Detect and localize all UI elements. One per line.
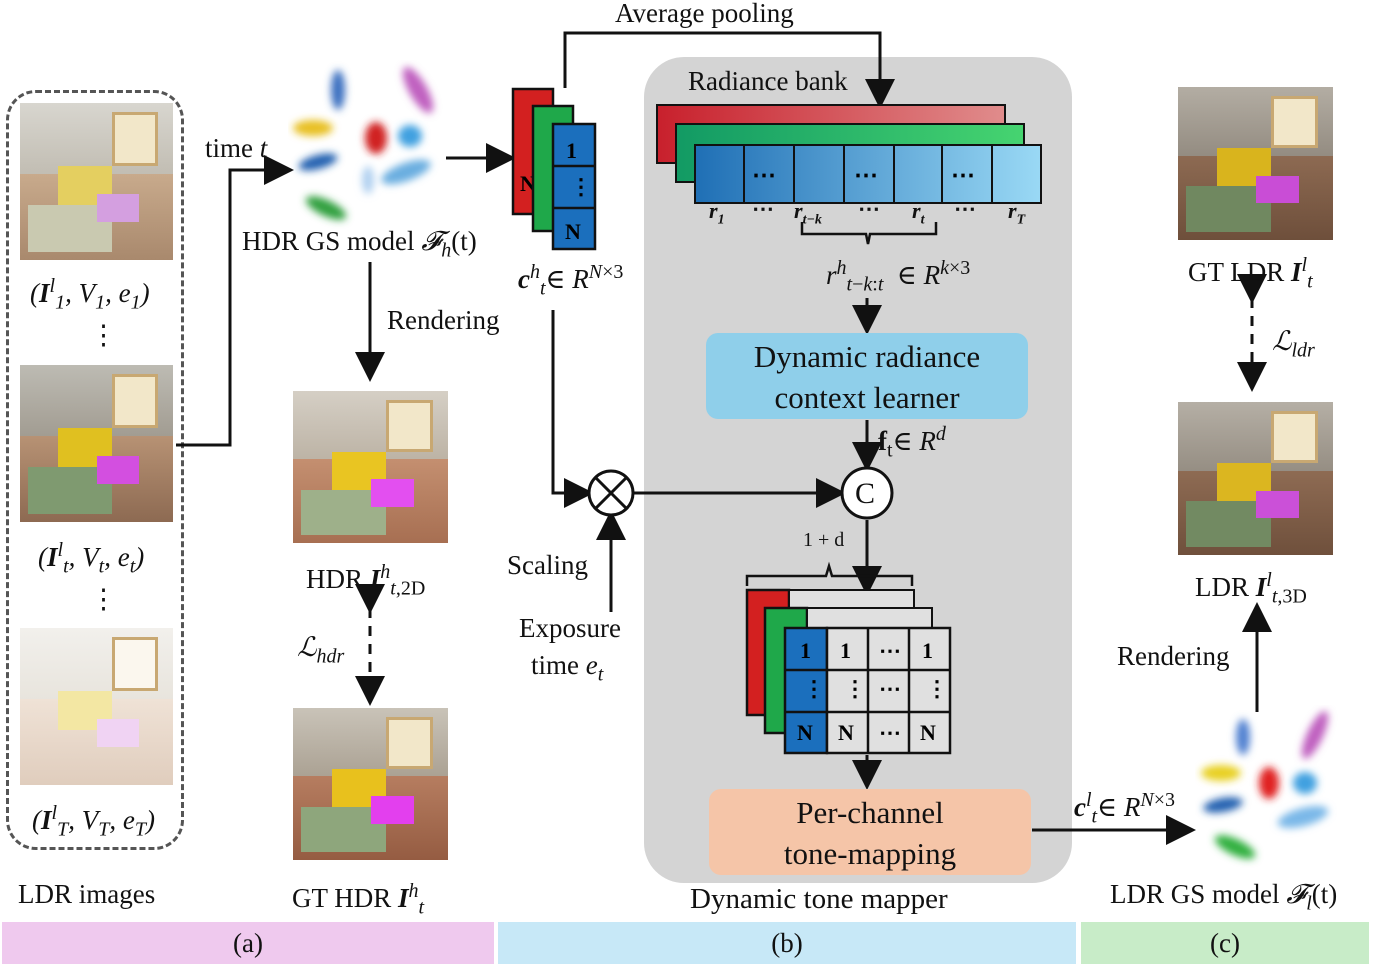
svg-text:⋯: ⋯: [879, 676, 901, 701]
r-1-label: r1: [709, 198, 725, 228]
r-dots-2: ⋯: [858, 196, 880, 221]
arrow-ldr-to-hdrgs: [176, 155, 294, 447]
band-c-label: (c): [1210, 927, 1240, 958]
ldr-image-t: [20, 365, 173, 522]
brace-grid: [745, 561, 914, 586]
svg-text:⋯: ⋯: [854, 163, 878, 189]
pctm-line1: Per-channel: [796, 795, 944, 830]
l-ldr-label: ℒldr: [1272, 326, 1315, 362]
gt-hdr-label: GT HDR Iht: [292, 880, 425, 919]
r-window-label: rht−k:t ∈ Rk×3: [826, 257, 971, 296]
r-T-label: rT: [1008, 198, 1026, 228]
tuple-t-label: (Ilt, Vt, et): [38, 539, 145, 578]
ldr-images-label: LDR images: [18, 879, 156, 909]
svg-text:N: N: [920, 720, 936, 745]
gt-hdr-image: [293, 708, 448, 860]
vdots-1: ⋮: [90, 320, 117, 350]
svg-text:⋯: ⋯: [879, 638, 901, 663]
svg-text:⋯: ⋯: [752, 163, 776, 189]
ldr-images-group: [6, 90, 184, 850]
svg-text:N: N: [797, 720, 813, 745]
ldr-image-T: [20, 628, 173, 785]
hdr-gs-model-label: HDR GS model 𝓕h(t): [242, 226, 477, 262]
rendering-a-label: Rendering: [387, 305, 500, 335]
arrow-avg-pooling: [563, 31, 895, 109]
rendering-c-label: Rendering: [1117, 641, 1230, 671]
pctm-line2: tone-mapping: [783, 836, 957, 871]
band-b-label: (b): [771, 927, 803, 958]
drcl-line1: Dynamic radiance: [753, 339, 981, 374]
svg-text:1: 1: [800, 638, 811, 663]
svg-text:⋯: ⋯: [951, 163, 975, 189]
band-c: (c): [1081, 922, 1369, 964]
hdr-image-label: HDR Iht,2D: [306, 561, 426, 600]
multiply-symbol: [587, 469, 635, 517]
r-dots-3: ⋯: [954, 196, 976, 221]
concat-label: C: [855, 477, 876, 510]
dynamic-radiance-context-learner: Dynamic radiance context learner: [706, 333, 1028, 419]
gt-ldr-label: GT LDR Ilt: [1188, 254, 1313, 293]
ldr-gs-model-label: LDR GS model 𝓕l(t): [1110, 879, 1338, 915]
one-plus-d-label: 1 + d: [803, 529, 845, 551]
r-t-label: rt: [912, 198, 925, 228]
svg-text:⋮: ⋮: [844, 676, 866, 701]
band-b: (b): [498, 922, 1076, 964]
r-tk-label: rt−k: [794, 198, 822, 228]
tuple-1-label: (Il1, V1, e1): [30, 275, 150, 314]
svg-text:⋮: ⋮: [926, 676, 948, 701]
drcl-line2: context learner: [774, 380, 960, 415]
radiance-bank-label: Radiance bank: [688, 66, 848, 96]
r-dots-1: ⋯: [752, 196, 774, 221]
hdr-gs-model-blobs: [293, 67, 434, 220]
arrow-c-to-mult: [551, 310, 594, 508]
ldr-rendered-image: [1178, 402, 1333, 555]
c-ldr-label: clt∈ RN×3: [1074, 789, 1175, 828]
band-a: (a): [2, 922, 494, 964]
svg-text:1: 1: [922, 638, 933, 663]
ldr-image-1: [20, 103, 173, 260]
svg-text:1: 1: [566, 138, 577, 163]
l-hdr-label: ℒhdr: [297, 632, 345, 668]
exposure-label-2: time et: [531, 650, 604, 686]
dynamic-tone-mapper-label: Dynamic tone mapper: [690, 883, 948, 915]
ldr-image-label: LDR Ilt,3D: [1195, 569, 1307, 608]
svg-text:⋯: ⋯: [879, 720, 901, 745]
c-hdr-stack: N 1 ⋮ N: [511, 87, 597, 251]
exposure-label-1: Exposure: [519, 613, 621, 643]
average-pooling-label: Average pooling: [615, 0, 794, 28]
gt-ldr-image: [1178, 87, 1333, 240]
svg-text:N: N: [838, 720, 854, 745]
per-channel-tone-mapping: Per-channel tone-mapping: [709, 789, 1031, 875]
f-t-label: ft∈ Rd: [878, 423, 946, 462]
c-hdr-label: cht∈ RN×3: [518, 261, 624, 300]
scaling-label: Scaling: [507, 550, 588, 580]
tuple-T-label: (IlT, VT, eT): [32, 802, 155, 841]
hdr-rendered-image: [293, 391, 448, 543]
radiance-bank: ⋯ ⋯ ⋯: [656, 104, 1042, 204]
time-t-label: time t: [205, 133, 268, 163]
brace-window: [800, 222, 938, 245]
svg-text:N: N: [565, 219, 581, 244]
svg-text:1: 1: [840, 638, 851, 663]
svg-text:⋮: ⋮: [803, 676, 825, 701]
svg-text:⋮: ⋮: [570, 174, 592, 199]
band-a-label: (a): [233, 927, 263, 958]
vdots-2: ⋮: [90, 584, 117, 614]
ldr-gs-model-blobs: [1201, 711, 1329, 859]
concat-circle: [840, 466, 894, 520]
